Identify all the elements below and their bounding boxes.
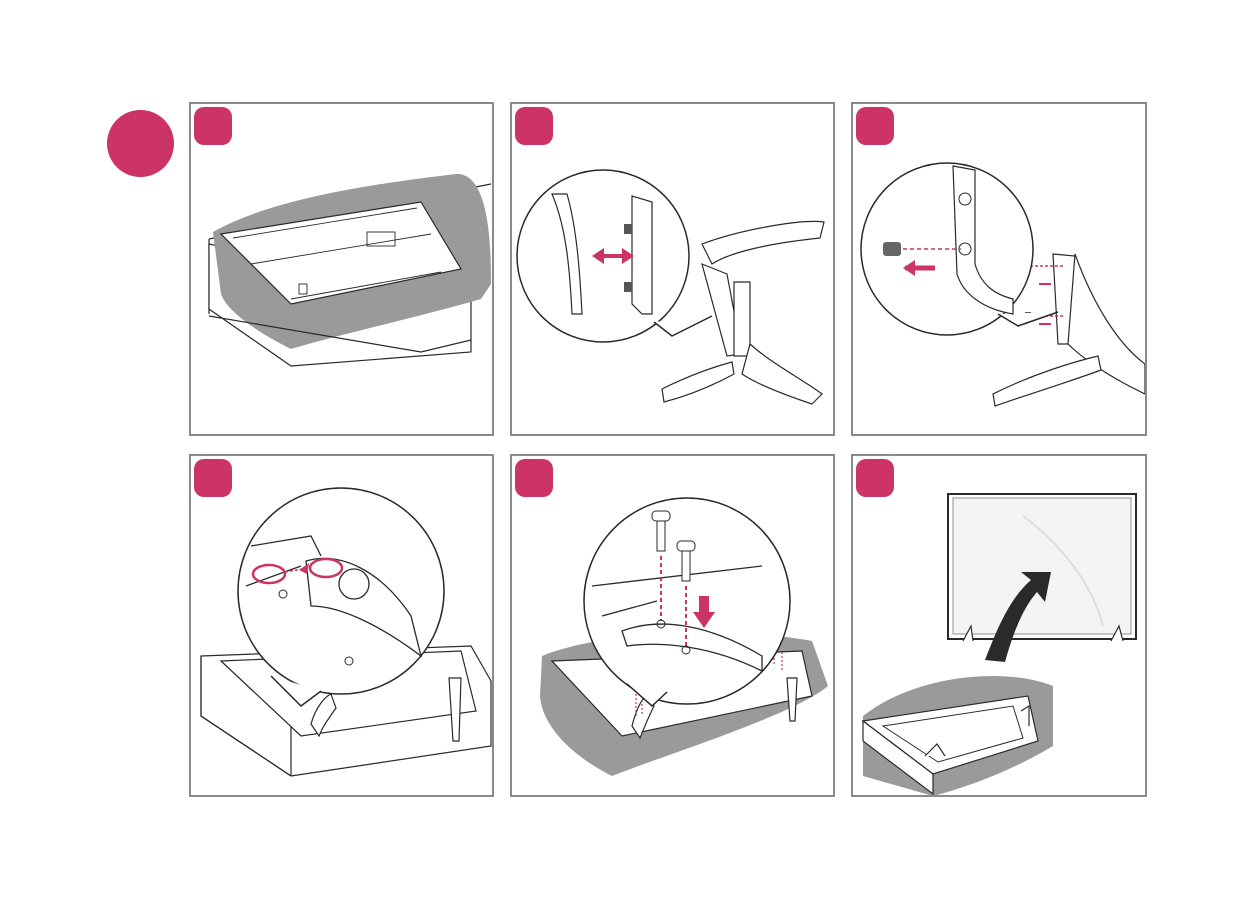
tv-face-down-on-cloth-icon (191, 104, 492, 434)
step-panel-4 (189, 454, 494, 797)
step-badge-1 (194, 107, 232, 145)
stand-neck-and-base-joining-icon (512, 104, 833, 434)
step-panel-1 (189, 102, 494, 436)
step-badge-2 (515, 107, 553, 145)
tv-lifted-upright-icon (853, 456, 1145, 795)
step-panel-5 (510, 454, 835, 797)
main-step-badge (107, 110, 174, 177)
stand-hooks-into-tv-slots-icon (191, 456, 492, 795)
step-panel-6 (851, 454, 1147, 797)
step-badge-3 (856, 107, 894, 145)
step-panel-2 (510, 102, 835, 436)
step-panel-3 (851, 102, 1147, 436)
step-badge-6 (856, 459, 894, 497)
stand-fastened-with-screws-icon (512, 456, 833, 795)
stand-neck-screws-inserted-icon (853, 104, 1145, 434)
step-badge-5 (515, 459, 553, 497)
step-badge-4 (194, 459, 232, 497)
